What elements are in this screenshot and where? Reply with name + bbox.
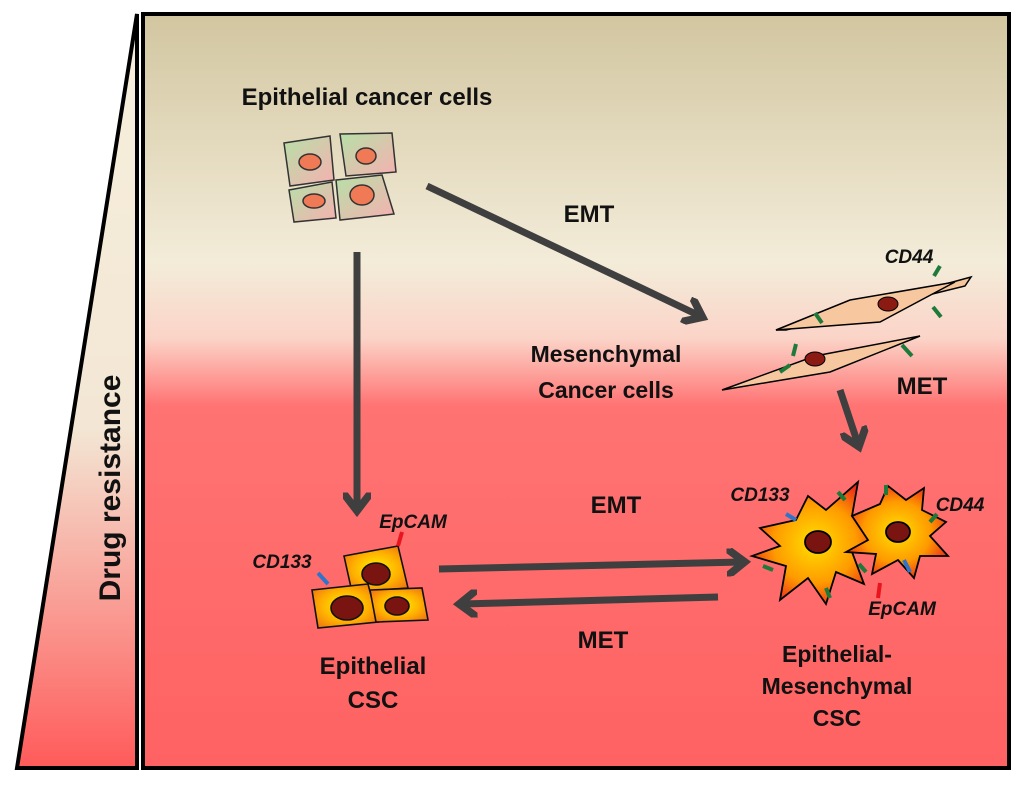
em-csc-icon	[749, 479, 951, 607]
arrow-emt-bottom	[438, 562, 742, 569]
em-csc-label-line1: Epithelial-	[782, 641, 892, 667]
epcam-right-marker-label: EpCAM	[868, 599, 937, 620]
met-right-label: MET	[897, 373, 948, 400]
em-csc-label-line3: CSC	[813, 705, 862, 731]
arrow-emt-top	[425, 182, 700, 316]
arrows	[357, 182, 858, 604]
cd44-top-marker-label: CD44	[885, 247, 934, 268]
mesenchymal-label-line1: Mesenchymal	[531, 341, 682, 367]
mesenchymal-cells-icon	[721, 264, 973, 391]
main-panel	[141, 12, 1011, 770]
drug-resistance-wedge: Drug resistance	[14, 13, 139, 770]
epithelial-csc-icon	[311, 531, 429, 629]
emt-top-label: EMT	[564, 201, 615, 228]
arrow-met-down	[836, 388, 858, 444]
epithelial-csc-label-line2: CSC	[348, 687, 399, 714]
emt-bottom-label: EMT	[591, 492, 642, 519]
epithelial-cancer-cells-label: Epithelial cancer cells	[242, 84, 493, 111]
cd44-right-marker-label: CD44	[936, 495, 985, 516]
epcam-left-marker-label: EpCAM	[379, 512, 448, 533]
mesenchymal-label-line2: Cancer cells	[538, 377, 674, 403]
drug-resistance-label: Drug resistance	[94, 375, 127, 602]
epithelial-cancer-cells-icon	[283, 132, 397, 223]
em-csc-label-line2: Mesenchymal	[762, 673, 913, 699]
cd133-left-marker-label: CD133	[252, 552, 312, 573]
epithelial-csc-label-line1: Epithelial	[320, 653, 427, 680]
arrow-met-bottom	[462, 597, 719, 604]
met-bottom-label: MET	[578, 627, 629, 654]
cd133-right-marker-label: CD133	[730, 485, 790, 506]
